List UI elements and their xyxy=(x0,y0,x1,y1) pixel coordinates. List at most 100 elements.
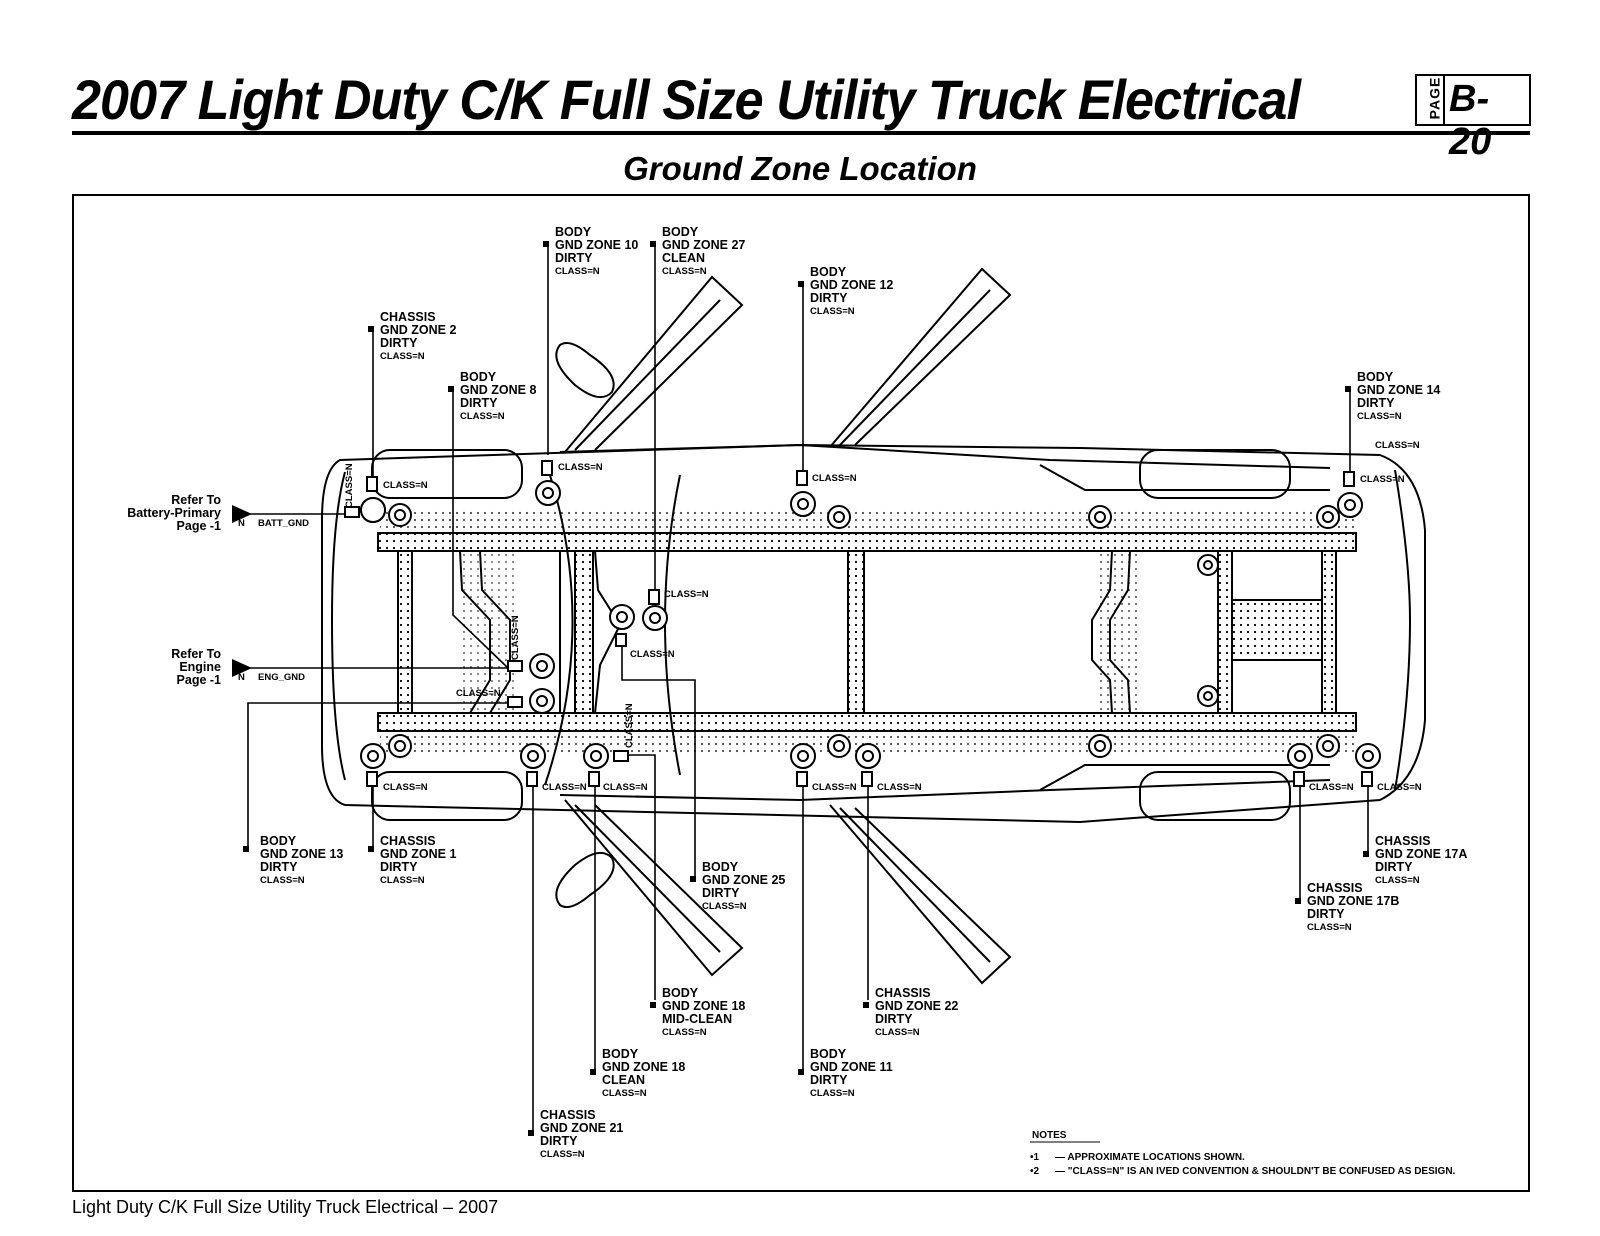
ref-battery-n: N xyxy=(238,518,245,529)
eyelet-gnd-zone-18-clean xyxy=(588,771,600,787)
class-tag: CLASS=N xyxy=(812,473,857,484)
door-front-left xyxy=(564,275,744,453)
door-rear-right xyxy=(829,804,1012,985)
page-footer: Light Duty C/K Full Size Utility Truck E… xyxy=(72,1197,499,1217)
zone-label-line: DIRTY xyxy=(380,860,418,874)
wheel-well-rear-left xyxy=(1139,449,1291,499)
zone-label-line: GND ZONE 18 xyxy=(662,999,745,1013)
zone-label-line: CLEAN xyxy=(662,251,705,265)
zone-label-class: CLASS=N xyxy=(380,875,425,886)
zone-label-line: GND ZONE 21 xyxy=(540,1121,623,1135)
zone-label-line: GND ZONE 22 xyxy=(875,999,958,1013)
ref-engine-n: N xyxy=(238,672,245,683)
zone-label-line: GND ZONE 10 xyxy=(555,238,638,252)
zone-label-line: BODY xyxy=(810,1047,847,1061)
zone-label-line: DIRTY xyxy=(810,1073,848,1087)
page-number-box: PAGE B-20 xyxy=(1415,74,1531,163)
ref-engine-name: ENG_GND xyxy=(258,672,305,683)
zone-label-class: CLASS=N xyxy=(380,351,425,362)
zone-label-line: DIRTY xyxy=(380,336,418,350)
zone-label-line: GND ZONE 2 xyxy=(380,323,456,337)
zone-label-chassis-1: CHASSIS GND ZONE 1 DIRTY CLASS=N xyxy=(380,834,456,886)
zone-label-line: BODY xyxy=(662,986,699,1000)
ref-battery-line-3: Page -1 xyxy=(177,519,222,533)
eyelet-gnd-zone-22 xyxy=(855,743,881,787)
zone-label-class: CLASS=N xyxy=(1357,411,1402,422)
zone-label-class: CLASS=N xyxy=(875,1027,920,1038)
zone-label-body-12: BODY GND ZONE 12 DIRTY CLASS=N xyxy=(810,265,893,317)
page-divider xyxy=(1443,76,1445,124)
zone-label-line: BODY xyxy=(260,834,297,848)
zone-label-line: CHASSIS xyxy=(540,1108,596,1122)
zone-label-line: DIRTY xyxy=(1307,907,1345,921)
zone-label-line: BODY xyxy=(810,265,847,279)
zone-label-line: BODY xyxy=(460,370,497,384)
wheel-well-front-right xyxy=(371,771,523,821)
zone-label-body-13: BODY GND ZONE 13 DIRTY CLASS=N xyxy=(260,834,343,886)
cross-members xyxy=(397,550,1337,714)
class-tag: CLASS=N xyxy=(630,649,675,660)
zone-label-class: CLASS=N xyxy=(260,875,305,886)
class-tag: CLASS=N xyxy=(510,615,521,660)
ref-battery: Refer To Battery-Primary Page -1 N BATT_… xyxy=(127,493,309,533)
zone-label-class: CLASS=N xyxy=(460,411,505,422)
zone-label-body-11: BODY GND ZONE 11 DIRTY CLASS=N xyxy=(810,1047,893,1099)
eyelet-gnd-zone-8 xyxy=(507,653,555,679)
door-front-right xyxy=(564,799,744,977)
class-tag: CLASS=N xyxy=(383,782,428,793)
eyelet-gnd-zone-1 xyxy=(360,743,386,787)
zone-label-line: GND ZONE 8 xyxy=(460,383,536,397)
zone-leader-dots xyxy=(243,241,1369,1136)
eyelet-gnd-zone-12 xyxy=(790,470,816,517)
ref-battery-line-1: Refer To xyxy=(171,493,221,507)
zone-label-line: BODY xyxy=(702,860,739,874)
zone-label-line: DIRTY xyxy=(1375,860,1413,874)
notes-block: NOTES •1 — APPROXIMATE LOCATIONS SHOWN. … xyxy=(1030,1130,1456,1177)
zone-label-line: GND ZONE 13 xyxy=(260,847,343,861)
eyelet-gnd-zone-21 xyxy=(520,743,546,787)
class-tag: CLASS=N xyxy=(664,589,709,600)
door-rear-left xyxy=(829,267,1012,448)
eng-gnd-arrow xyxy=(232,659,252,677)
frame-bushings xyxy=(388,503,1340,758)
ground-eyelets xyxy=(344,460,1381,787)
class-tag: CLASS=N xyxy=(558,462,603,473)
zone-label-line: DIRTY xyxy=(810,291,848,305)
class-tag: CLASS=N xyxy=(877,782,922,793)
zone-label-body-18-clean: BODY GND ZONE 18 CLEAN CLASS=N xyxy=(602,1047,685,1099)
zone-label-body-25: BODY GND ZONE 25 DIRTY CLASS=N xyxy=(702,860,785,912)
leader-lines xyxy=(240,245,1369,1130)
ref-engine-line-2: Engine xyxy=(179,660,221,674)
zone-label-class: CLASS=N xyxy=(662,1027,707,1038)
zone-label-class: CLASS=N xyxy=(540,1149,585,1160)
zone-label-class: CLASS=N xyxy=(662,266,707,277)
class-tag: CLASS=N xyxy=(812,782,857,793)
zone-label-line: GND ZONE 25 xyxy=(702,873,785,887)
frame-rail-top xyxy=(377,532,1357,552)
zone-label-line: GND ZONE 18 xyxy=(602,1060,685,1074)
zone-label-line: GND ZONE 11 xyxy=(810,1060,893,1074)
zone-label-class: CLASS=N xyxy=(702,901,747,912)
eyelet-gnd-zone-14 xyxy=(1337,471,1363,518)
zone-label-line: CHASSIS xyxy=(1307,881,1363,895)
class-tag: CLASS=N xyxy=(624,703,635,748)
zone-label-line: BODY xyxy=(602,1047,639,1061)
zone-label-line: DIRTY xyxy=(875,1012,913,1026)
class-tag: CLASS=N xyxy=(1309,782,1354,793)
diagram-subtitle: Ground Zone Location xyxy=(623,150,977,187)
title-rule xyxy=(72,131,1530,135)
mirror-right xyxy=(555,851,615,908)
zone-label-chassis-22: CHASSIS GND ZONE 22 DIRTY CLASS=N xyxy=(875,986,958,1038)
zone-label-chassis-2: CHASSIS GND ZONE 2 DIRTY CLASS=N xyxy=(380,310,456,362)
zone-label-body-10: BODY GND ZONE 10 DIRTY CLASS=N xyxy=(555,225,638,277)
frame-rail-bottom xyxy=(377,712,1357,732)
ref-engine-line-3: Page -1 xyxy=(177,673,222,687)
eyelet-gnd-zone-27 xyxy=(642,589,668,631)
zone-label-line: DIRTY xyxy=(460,396,498,410)
eyelet-gnd-zone-13 xyxy=(507,688,555,714)
zone-label-line: DIRTY xyxy=(555,251,593,265)
zone-label-body-14: BODY GND ZONE 14 DIRTY CLASS=N xyxy=(1357,370,1440,422)
frame-rails xyxy=(377,510,1357,754)
ref-engine: Refer To Engine Page -1 N ENG_GND xyxy=(171,647,305,687)
